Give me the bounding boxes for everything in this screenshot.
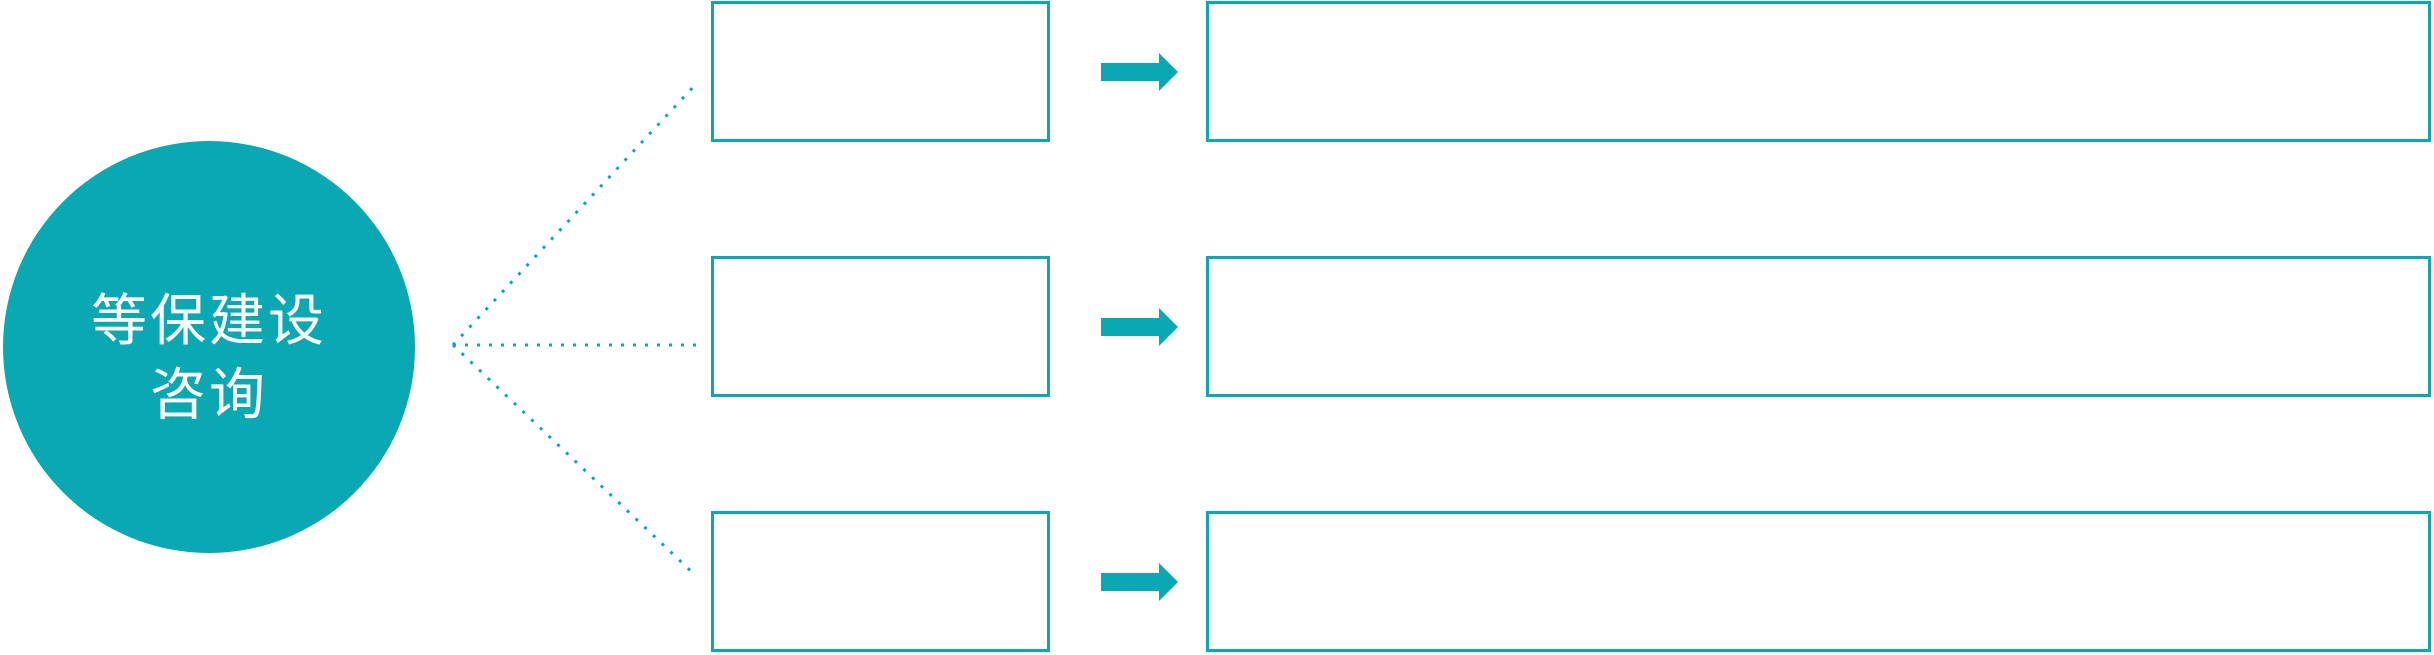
category-box-3 bbox=[711, 511, 1050, 652]
description-box-2 bbox=[1206, 256, 2431, 397]
root-node-label: 等保建设 咨询 bbox=[91, 262, 327, 432]
description-box-3 bbox=[1206, 511, 2431, 652]
arrow-right-icon bbox=[1101, 308, 1178, 346]
connector-line-top bbox=[451, 82, 698, 347]
root-label-line-2: 咨询 bbox=[150, 363, 268, 426]
arrow-right-icon bbox=[1101, 53, 1178, 91]
category-box-1 bbox=[711, 1, 1050, 142]
category-box-2 bbox=[711, 256, 1050, 397]
arrow-right-icon bbox=[1101, 563, 1178, 601]
root-node-circle: 等保建设 咨询 bbox=[3, 141, 415, 553]
root-label-line-1: 等保建设 bbox=[91, 289, 327, 353]
connector-line-bottom bbox=[451, 343, 698, 578]
description-box-1 bbox=[1206, 1, 2431, 142]
